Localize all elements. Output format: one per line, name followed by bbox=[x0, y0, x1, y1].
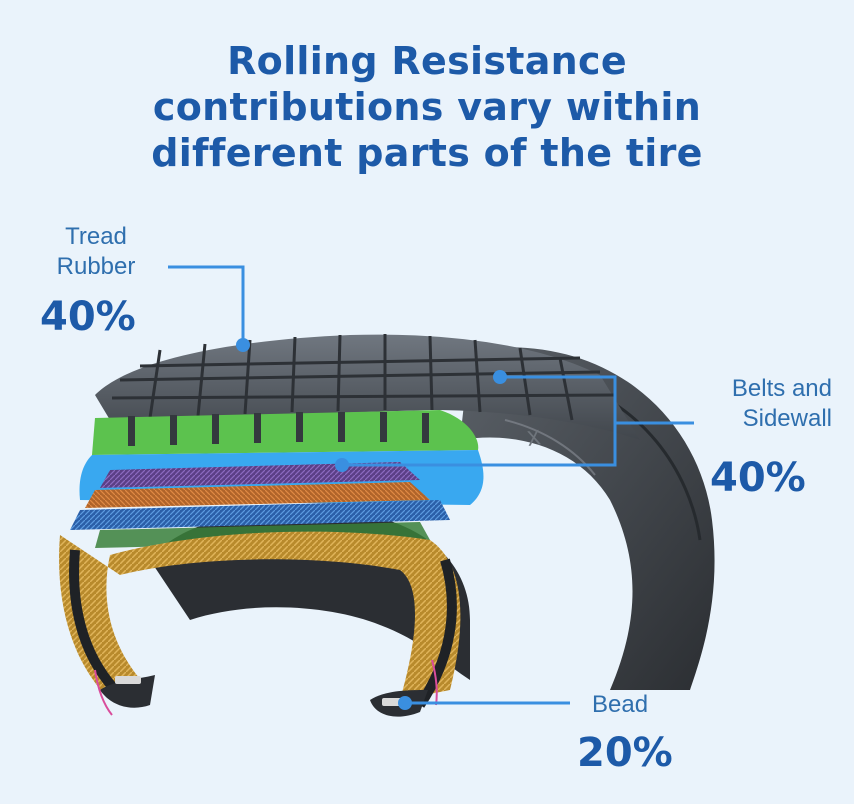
tread-label-line-2: Rubber bbox=[56, 253, 136, 280]
leader-dots bbox=[236, 338, 507, 710]
belts-percent: 40% bbox=[710, 455, 806, 501]
title-line-2: contributions vary within bbox=[152, 85, 702, 129]
tread-label-line-1: Tread bbox=[65, 223, 127, 250]
page-title: Rolling Resistance contributions vary wi… bbox=[0, 38, 854, 176]
leader-lines bbox=[168, 265, 694, 705]
tread-percent: 40% bbox=[40, 294, 136, 340]
tread-label: Tread Rubber bbox=[40, 222, 152, 282]
tread-crown bbox=[95, 334, 640, 440]
title-line-1: Rolling Resistance bbox=[227, 39, 627, 83]
title-line-3: different parts of the tire bbox=[151, 131, 703, 175]
carcass-ply bbox=[59, 531, 461, 708]
belts-label: Belts and Sidewall bbox=[690, 374, 832, 434]
bead-percent: 20% bbox=[577, 730, 673, 776]
belts-label-line-2: Sidewall bbox=[742, 405, 832, 432]
sidewall-brand-text: X bbox=[525, 425, 542, 451]
bead-left bbox=[94, 669, 155, 716]
belts-leader-line bbox=[342, 375, 617, 467]
belts-label-line-1: Belts and bbox=[731, 375, 832, 402]
bead-label: Bead bbox=[592, 691, 649, 718]
tread-leader-line bbox=[168, 265, 245, 345]
tread-rubber-layer bbox=[92, 410, 479, 455]
